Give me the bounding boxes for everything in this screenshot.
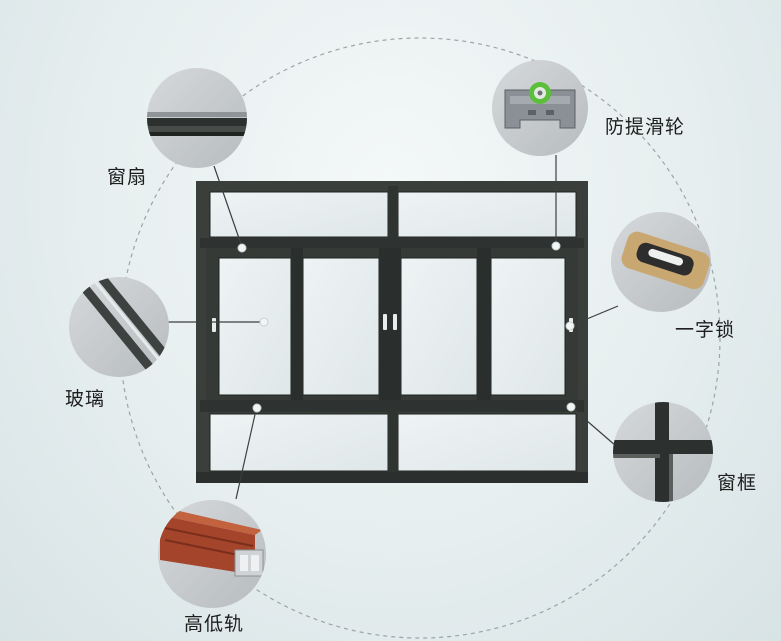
frame-corner-photo [613,402,713,502]
crescent-lock-label: 一字锁 [675,319,736,341]
glass-label: 玻璃 [65,388,106,410]
callout-lines [168,155,619,500]
high-low-track-label: 高低轨 [184,613,245,635]
glass-profile-photo [69,277,169,377]
sash-label: 窗扇 [107,166,148,188]
rail-profile-photo [158,500,266,608]
callout-dots [237,241,576,413]
anti-lift-pulley-label: 防提滑轮 [605,116,686,138]
sash-profile-photo [147,68,247,168]
pulley-photo [492,60,588,156]
window-frame-label: 窗框 [717,472,758,494]
window-illustration [196,181,588,483]
lock-photo [611,212,711,312]
dashed-guide-circle [119,37,721,639]
